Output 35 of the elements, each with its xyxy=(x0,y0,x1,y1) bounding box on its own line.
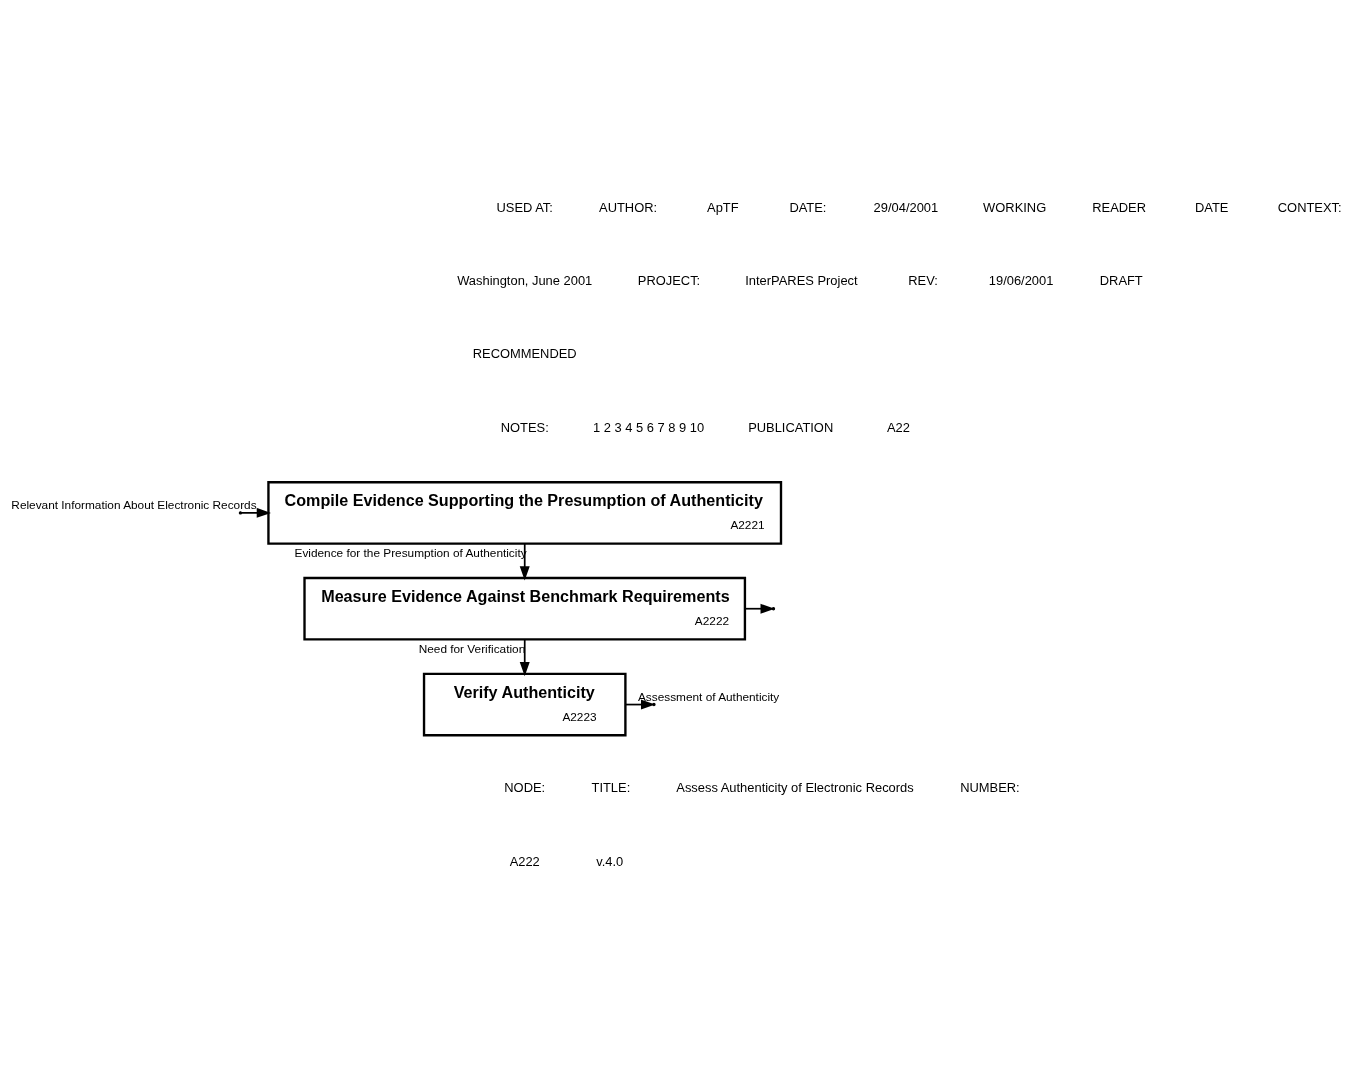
label: v.4.0 xyxy=(596,853,624,869)
label: WORKING xyxy=(983,199,1047,215)
label: DATE: xyxy=(789,199,827,215)
edge-label: Need for Verification xyxy=(418,641,526,656)
label: USED AT: xyxy=(496,199,553,215)
node-box: Verify Authenticity A2223 xyxy=(422,672,627,736)
label: NODE: xyxy=(504,779,546,795)
label: Assess Authenticity of Electronic Records xyxy=(676,779,914,795)
label: 19/06/2001 xyxy=(988,272,1054,288)
label: ApTF xyxy=(707,199,739,215)
label: DRAFT xyxy=(1099,272,1143,288)
label: PUBLICATION xyxy=(748,419,834,435)
label: Washington, June 2001 xyxy=(457,272,593,288)
label: PROJECT: xyxy=(637,272,701,288)
label: NUMBER: xyxy=(960,779,1020,795)
edge-label: Relevant Information About Electronic Records xyxy=(11,497,257,512)
label: NOTES: xyxy=(500,419,549,435)
edge-label: Assessment of Authenticity xyxy=(637,689,780,704)
label: CONTEXT: xyxy=(1277,199,1342,215)
node-box: Compile Evidence Supporting the Presumption of Authenticity A2221 xyxy=(267,480,783,545)
node-box: Measure Evidence Against Benchmark Requirements A2222 xyxy=(303,576,747,641)
label: READER xyxy=(1092,199,1147,215)
label: AUTHOR: xyxy=(599,199,658,215)
arrow xyxy=(240,507,271,518)
label: REV: xyxy=(908,272,938,288)
arrow xyxy=(519,638,530,676)
label: 1 2 3 4 5 6 7 8 9 10 xyxy=(592,419,705,435)
label: 29/04/2001 xyxy=(873,199,939,215)
label: TITLE: xyxy=(591,779,631,795)
label: RECOMMENDED xyxy=(472,345,577,361)
label: A222 xyxy=(509,853,540,869)
label: InterPARES Project xyxy=(745,272,858,288)
arrow xyxy=(519,542,530,580)
label: A22 xyxy=(886,419,910,435)
label: DATE xyxy=(1194,199,1229,215)
